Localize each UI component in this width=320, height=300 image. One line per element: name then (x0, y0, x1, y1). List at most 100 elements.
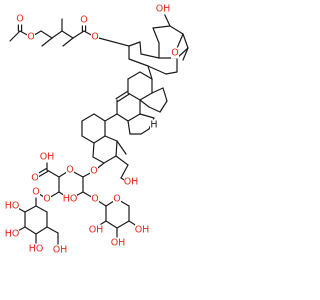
bond-65 (92, 142, 95, 158)
label-bg-o-glycosidic-xyl (91, 193, 99, 205)
label-bg-o-acetyl-ester (27, 31, 35, 43)
bond-59 (81, 113, 95, 122)
atom-label-o-acetyl-ester: O (27, 32, 34, 43)
bond-64 (92, 156, 105, 164)
bond-6 (51, 30, 63, 39)
atom-label-o-cooh-carbonyl: O (31, 173, 38, 184)
atom-label-o-glycosidic-c3: O (90, 166, 97, 177)
label-bg-oh-gal-6 (53, 244, 67, 256)
atom-label-o-ring-xyl: O (113, 194, 120, 205)
bond-51 (140, 128, 150, 135)
bond-39 (151, 87, 164, 94)
bond-4 (40, 30, 53, 39)
bond-60 (93, 113, 106, 122)
bond-78 (46, 169, 60, 178)
bond-10 (72, 30, 85, 39)
label-bg-oh-xyl-4 (135, 224, 149, 236)
bond-5 (41, 37, 53, 47)
atom-label-h-stereo: H (150, 120, 157, 131)
bond-22 (169, 25, 184, 35)
bond-49 (139, 113, 155, 119)
bond-100 (116, 220, 130, 229)
atom-label-o-ester-carbonyl: O (80, 15, 87, 26)
bond-43 (139, 99, 150, 108)
atom-label-o-ring-gal: O (32, 187, 39, 198)
bond-18 (140, 53, 160, 59)
label-bg-oh-c23 (124, 176, 138, 188)
bond-38 (127, 71, 141, 80)
label-bg-o-ring-xyl (113, 193, 121, 205)
bond-37 (139, 71, 153, 80)
bond-8 (61, 30, 74, 39)
bond-57 (81, 135, 95, 144)
atom-label-oh-xyl-3: OH (111, 238, 126, 249)
bond-9 (62, 37, 74, 47)
bond-63 (103, 155, 117, 164)
bond-62 (115, 140, 118, 157)
bond-53 (127, 120, 131, 135)
bond-61 (104, 135, 118, 142)
bond-56 (93, 135, 106, 144)
atom-label-oh-cooh: OH (40, 152, 55, 163)
atom-label-oh-glca-3: HO (63, 194, 78, 205)
label-bg-oh-gal-3 (5, 228, 19, 240)
bond-90 (35, 205, 48, 213)
label-bg-oh-cooh (40, 151, 54, 163)
label-bg-oh-gal-4 (29, 243, 43, 255)
label-bg-o-glycosidic-gal (43, 193, 51, 205)
bond-28 (147, 65, 167, 75)
bond-20 (152, 27, 160, 44)
bond-87 (24, 226, 37, 235)
label-bg-o-ether-bridge (171, 47, 179, 59)
atom-label-o-ether-bridge: O (171, 48, 178, 59)
bond-17 (128, 58, 149, 67)
bond-34 (127, 92, 141, 101)
atom-label-oh-gal-2: HO (5, 201, 20, 212)
bond-13 (94, 36, 130, 47)
label-bg-o-ester-link (91, 31, 99, 43)
bond-14 (128, 41, 141, 47)
label-bg-o-ring-gal (32, 186, 40, 198)
label-bg-o-glycosidic-c3 (90, 165, 98, 177)
bond-0 (9, 30, 21, 42)
label-bg-o-ester-carbonyl (80, 14, 88, 26)
atom-label-o-ring-glca: O (66, 165, 73, 176)
bond-47 (127, 113, 141, 122)
atom-label-oh-gal-4: HO (29, 244, 44, 255)
atom-label-oh-c23: OH (124, 177, 139, 188)
bond-88 (35, 226, 48, 235)
atom-label-o-ester-link: O (91, 32, 98, 43)
atom-label-oh-c16: OH (156, 4, 171, 15)
bond-29 (182, 47, 189, 61)
label-bg-o-ring-glca (66, 164, 74, 176)
bond-27 (165, 71, 178, 75)
bond-layer (9, 8, 189, 249)
label-bg-oh-xyl-2 (89, 224, 103, 236)
label-bg-oh-xyl-3 (111, 237, 125, 249)
bond-23 (182, 33, 189, 49)
atom-label-o-glycosidic-gal: O (43, 194, 50, 205)
atom-label-oh-xyl-2: OH (89, 225, 104, 236)
bond-35 (139, 92, 153, 101)
bond-44-b (117, 93, 130, 102)
bond-66 (116, 140, 127, 155)
label-bg-o-acetyl-carbonyl (16, 13, 24, 25)
atom-label-o-glycosidic-xyl: O (91, 194, 98, 205)
bond-32 (147, 65, 153, 80)
bond-42 (148, 106, 161, 113)
atom-label-o-acetyl-carbonyl: O (16, 14, 23, 25)
bond-46 (116, 113, 129, 122)
bond-21 (152, 25, 171, 29)
bond-101 (105, 220, 118, 229)
bond-44 (115, 91, 128, 100)
bond-16 (139, 41, 142, 55)
bond-41 (159, 100, 168, 113)
bond-68 (120, 164, 129, 179)
label-bg-h-stereo (150, 119, 158, 131)
bond-91 (46, 226, 59, 234)
bond-54 (104, 113, 118, 122)
label-bg-o-cooh-carbonyl (31, 172, 39, 184)
label-bg-oh-gal-2 (5, 200, 19, 212)
